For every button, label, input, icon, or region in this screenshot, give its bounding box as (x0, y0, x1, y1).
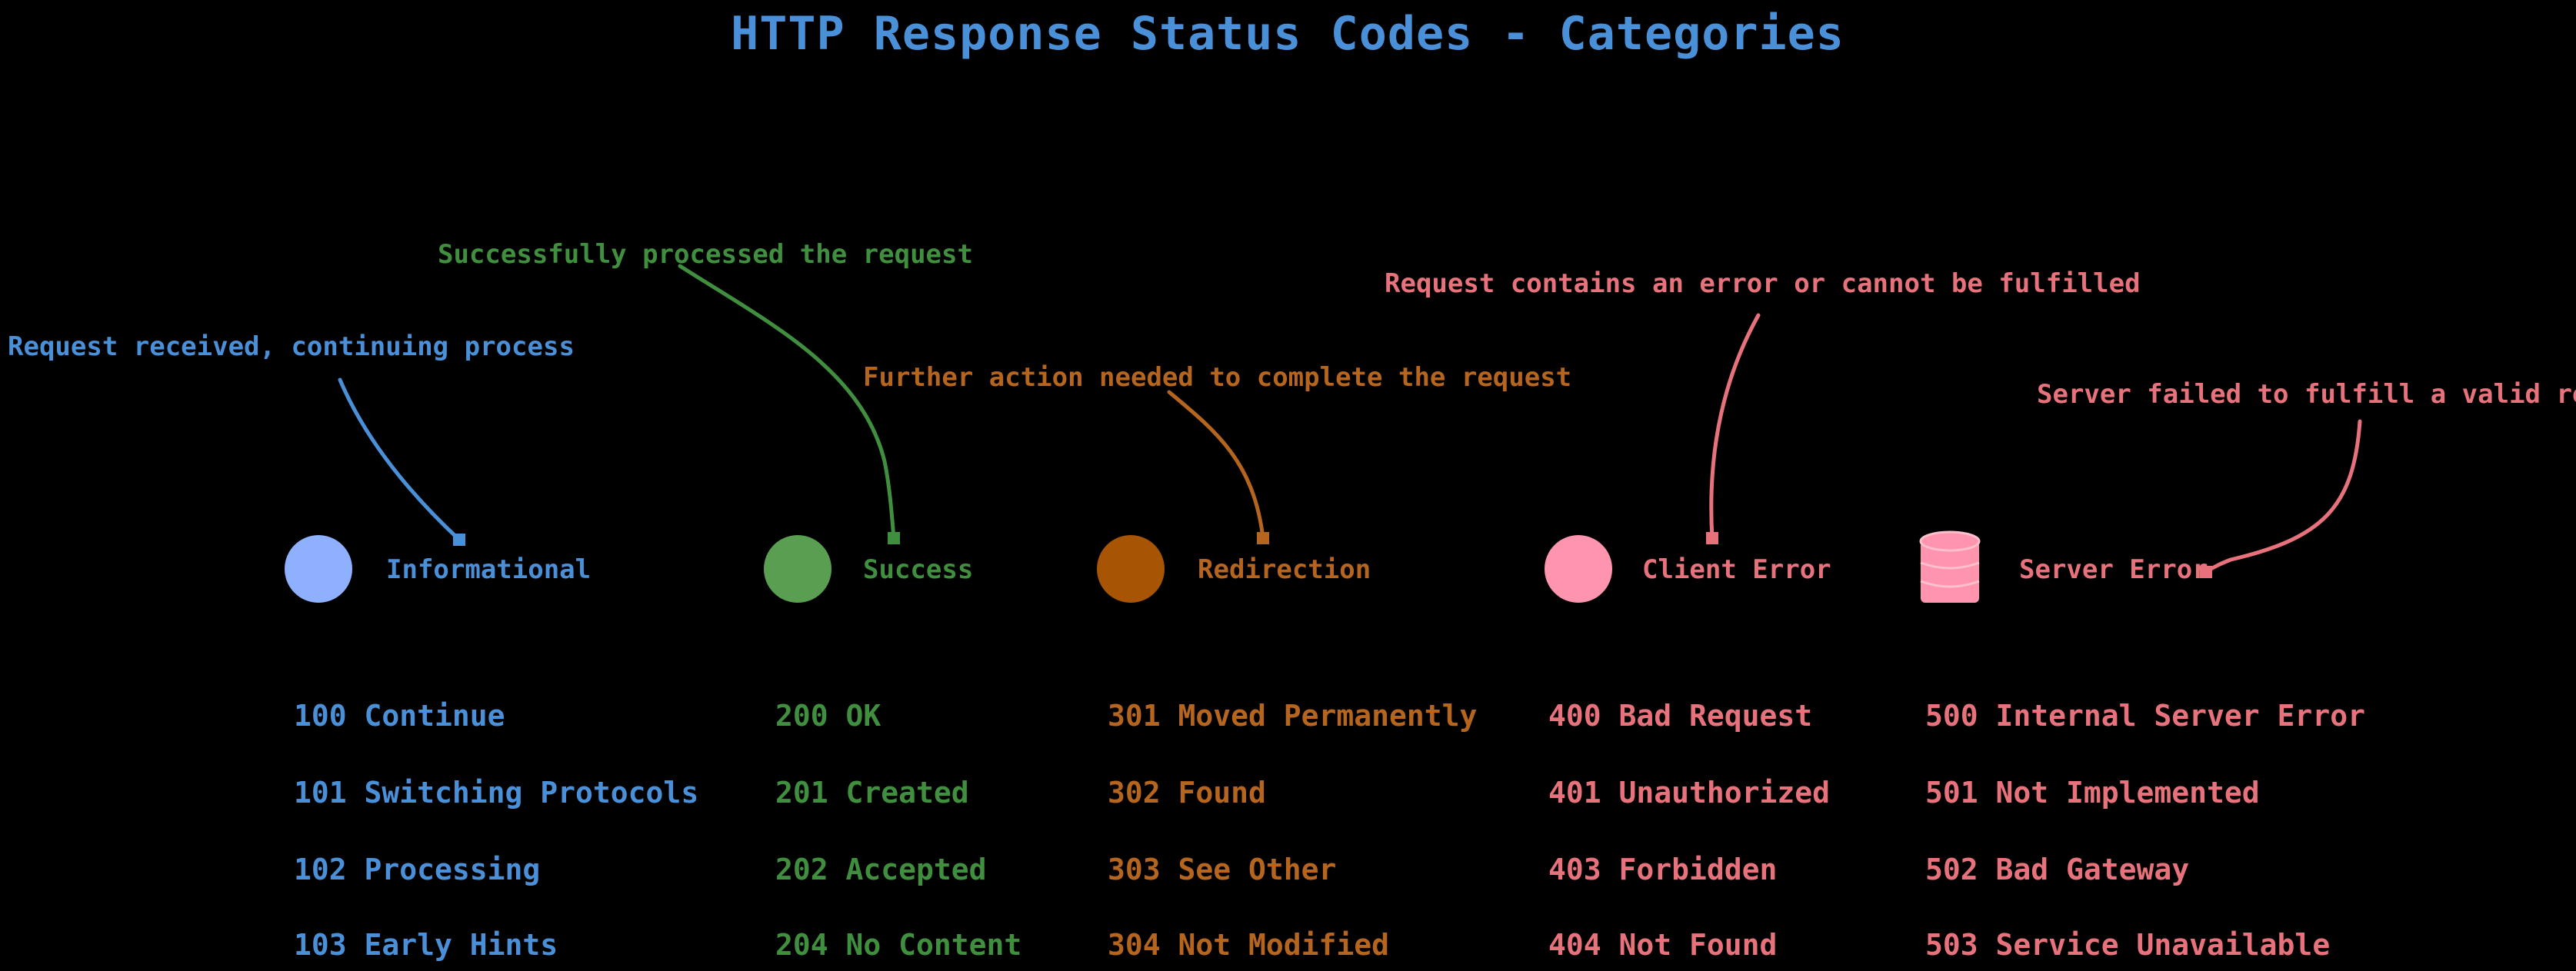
database-icon (1919, 530, 1981, 603)
leader-endpoint (888, 532, 900, 544)
status-code-item: 302 Found (1108, 776, 1266, 810)
status-code-item: 103 Early Hints (294, 928, 558, 962)
status-code-item: 501 Not Implemented (1925, 776, 2260, 810)
status-code-item: 404 Not Found (1548, 928, 1777, 962)
status-code-item: 400 Bad Request (1548, 699, 1812, 733)
category-label: Client Error (1642, 554, 1831, 585)
category-informational: Request received, continuing processInfo… (8, 331, 698, 962)
leader-endpoint (1706, 532, 1718, 544)
category-label: Redirection (1198, 554, 1371, 585)
leader-line (1709, 313, 1761, 540)
status-code-item: 200 OK (775, 699, 881, 733)
category-client-error: Request contains an error or cannot be f… (1385, 268, 2141, 962)
status-code-item: 403 Forbidden (1548, 853, 1777, 886)
category-description: Further action needed to complete the re… (863, 362, 1571, 393)
status-code-item: 304 Not Modified (1108, 928, 1389, 962)
leader-line (2204, 419, 2362, 574)
category-server-error: Server failed to fulfill a valid request… (1919, 379, 2576, 962)
category-redirection: Further action needed to complete the re… (863, 362, 1571, 962)
status-code-item: 100 Continue (294, 699, 505, 733)
leader-endpoint (2200, 566, 2212, 578)
status-code-item: 502 Bad Gateway (1925, 853, 2189, 886)
leader-line (678, 264, 896, 540)
status-code-item: 503 Service Unavailable (1925, 928, 2330, 962)
category-label: Informational (386, 554, 591, 585)
category-marker-circle-icon (764, 535, 831, 603)
category-marker-circle-icon (285, 535, 352, 603)
leader-endpoint (453, 534, 465, 546)
status-code-item: 401 Unauthorized (1548, 776, 1830, 810)
category-description: Successfully processed the request (438, 239, 973, 270)
category-description: Server failed to fulfill a valid request (2037, 379, 2576, 410)
status-code-item: 201 Created (775, 776, 969, 810)
category-marker-circle-icon (1545, 535, 1612, 603)
category-marker-circle-icon (1097, 535, 1165, 603)
status-code-item: 301 Moved Permanently (1108, 699, 1477, 733)
status-code-item: 500 Internal Server Error (1925, 699, 2365, 733)
category-label: Server Error (2019, 554, 2208, 585)
status-code-item: 202 Accepted (775, 853, 987, 886)
category-success: Successfully processed the requestSucces… (438, 239, 1021, 962)
status-code-item: 303 See Other (1108, 853, 1336, 886)
category-label: Success (863, 554, 973, 585)
category-description: Request contains an error or cannot be f… (1385, 268, 2141, 299)
leader-line (1167, 390, 1265, 540)
diagram-title: HTTP Response Status Codes - Categories (731, 7, 1845, 61)
status-code-item: 102 Processing (294, 853, 540, 886)
category-description: Request received, continuing process (8, 331, 575, 362)
status-code-item: 101 Switching Protocols (294, 776, 698, 810)
leader-endpoint (1257, 532, 1269, 544)
leader-line (338, 377, 462, 542)
status-code-item: 204 No Content (775, 928, 1021, 962)
